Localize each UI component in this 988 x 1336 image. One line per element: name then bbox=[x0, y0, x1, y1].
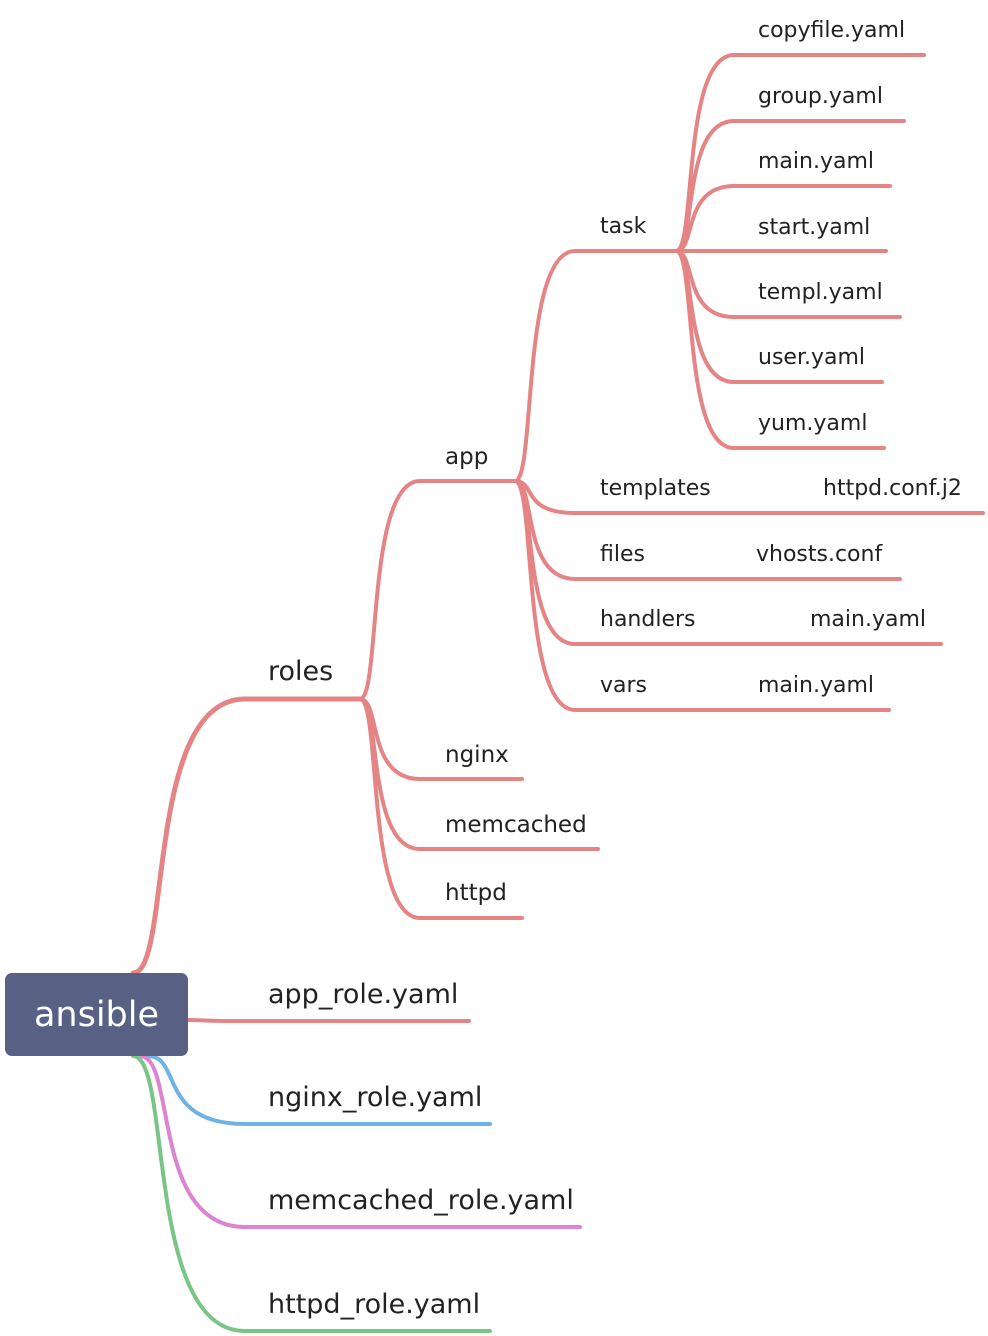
node-task-file[interactable]: group.yaml bbox=[758, 84, 883, 109]
node-task-file[interactable]: user.yaml bbox=[758, 345, 866, 370]
node-task-file[interactable]: templ.yaml bbox=[758, 280, 883, 305]
link-task-file bbox=[674, 184, 892, 253]
mindmap-links bbox=[130, 53, 985, 1333]
node-app[interactable]: app bbox=[445, 444, 489, 470]
node-nginx-role-yaml[interactable]: nginx_role.yaml bbox=[268, 1082, 483, 1113]
node-files-file[interactable]: vhosts.conf bbox=[756, 542, 883, 567]
link-task-file bbox=[674, 249, 886, 450]
node-files[interactable]: files bbox=[600, 542, 645, 567]
root-node-ansible[interactable]: ansible bbox=[5, 973, 188, 1056]
node-handlers-file[interactable]: main.yaml bbox=[810, 607, 927, 632]
root-node-label: ansible bbox=[33, 994, 160, 1035]
node-task-file[interactable]: main.yaml bbox=[758, 149, 875, 174]
link-nginx-role bbox=[146, 1054, 492, 1126]
link-task bbox=[513, 249, 678, 483]
link-httpd bbox=[358, 697, 524, 920]
node-task-file[interactable]: copyfile.yaml bbox=[758, 18, 906, 43]
node-httpd[interactable]: httpd bbox=[445, 880, 507, 906]
link-memcached-role bbox=[138, 1054, 582, 1229]
node-task[interactable]: task bbox=[600, 214, 647, 239]
node-nginx[interactable]: nginx bbox=[445, 742, 509, 768]
node-templates-file[interactable]: httpd.conf.j2 bbox=[823, 476, 962, 501]
link-app-role bbox=[186, 1018, 471, 1023]
node-memcached-role-yaml[interactable]: memcached_role.yaml bbox=[268, 1185, 574, 1216]
node-roles[interactable]: roles bbox=[268, 656, 334, 687]
link-app bbox=[358, 479, 517, 701]
node-handlers[interactable]: handlers bbox=[600, 607, 696, 632]
node-templates[interactable]: templates bbox=[600, 476, 711, 501]
node-task-file[interactable]: start.yaml bbox=[758, 215, 871, 240]
link-roles bbox=[130, 696, 363, 976]
node-httpd-role-yaml[interactable]: httpd_role.yaml bbox=[268, 1289, 481, 1320]
node-vars[interactable]: vars bbox=[600, 673, 648, 698]
link-httpd-role bbox=[131, 1054, 492, 1333]
node-app-role-yaml[interactable]: app_role.yaml bbox=[268, 979, 459, 1010]
node-task-file[interactable]: yum.yaml bbox=[758, 411, 868, 436]
node-memcached[interactable]: memcached bbox=[445, 812, 587, 838]
link-vars bbox=[513, 479, 666, 712]
node-vars-file[interactable]: main.yaml bbox=[758, 673, 875, 698]
